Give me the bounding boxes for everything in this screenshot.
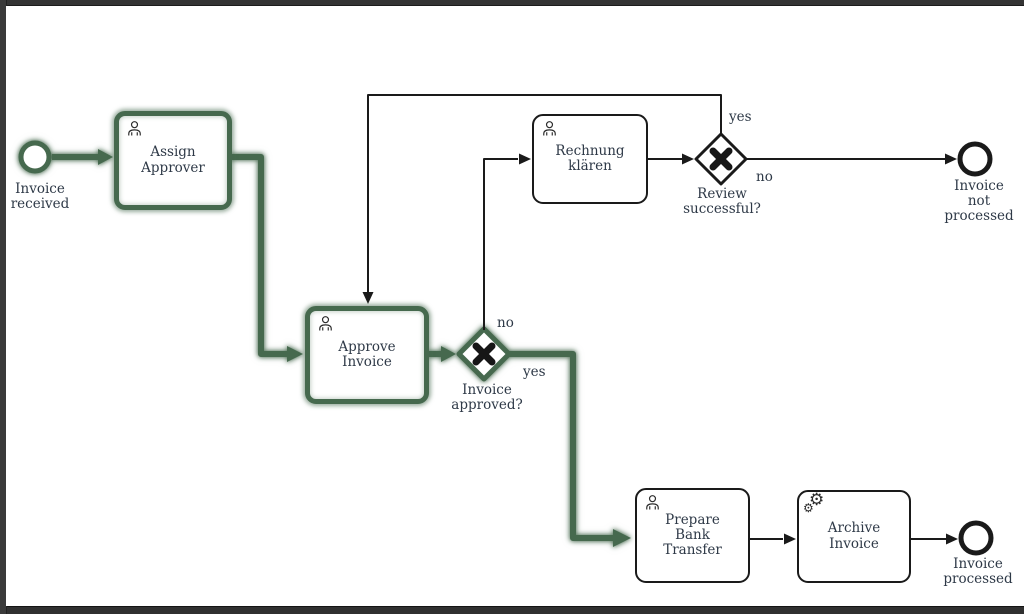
gateway-x-marker	[472, 342, 496, 366]
task-label: Approve Invoice	[338, 338, 396, 370]
arrowhead	[784, 533, 796, 545]
window-frame-bottom	[0, 606, 1024, 614]
task-archive-invoice[interactable]: ⚙⚙ Archive Invoice	[797, 490, 911, 583]
gateway-review-successful-label: Review successful?	[683, 186, 761, 218]
end-not-processed-label: Invoice not processed	[944, 178, 1014, 225]
bpmn-canvas[interactable]: Assign Approver Rechnung klären Approve …	[6, 6, 1024, 606]
gears-icon: ⚙⚙	[803, 490, 825, 515]
end-event-not-processed-circle[interactable]	[957, 141, 993, 177]
flow-gateway-yes-to-prepare[interactable]	[509, 351, 614, 541]
gateway-x-marker	[709, 147, 733, 171]
arrowhead	[519, 153, 531, 165]
flow-label-approved-yes: yes	[523, 364, 546, 380]
arrowhead	[441, 346, 456, 362]
arrowhead	[946, 533, 958, 545]
task-prepare-bank-transfer[interactable]: Prepare Bank Transfer	[635, 488, 750, 583]
user-icon	[540, 120, 558, 138]
user-icon	[125, 120, 143, 138]
arrowhead	[945, 153, 957, 165]
arrowhead	[98, 149, 113, 165]
arrowhead	[287, 346, 303, 362]
arrowhead	[682, 153, 694, 165]
window-frame-top	[0, 0, 1024, 6]
task-assign-approver[interactable]: Assign Approver	[114, 111, 232, 210]
task-label: Archive Invoice	[827, 520, 881, 552]
user-icon	[316, 315, 334, 333]
end-event-processed-circle[interactable]	[958, 520, 994, 556]
task-label: Rechnung klären	[555, 142, 625, 174]
normal-flow-group	[362, 94, 994, 556]
start-event-circle[interactable]	[18, 140, 52, 174]
user-icon	[643, 494, 661, 512]
start-event-label: Invoice received	[10, 181, 70, 213]
flow-label-review-yes: yes	[729, 109, 752, 125]
flow-label-review-no: no	[756, 169, 773, 185]
task-label: Prepare Bank Transfer	[663, 511, 722, 559]
task-label: Assign Approver	[141, 144, 205, 176]
flow-label-approved-no: no	[497, 315, 514, 331]
flow-gateway-no-to-rechnung[interactable]	[483, 158, 518, 330]
arrowhead	[613, 529, 631, 547]
end-processed-label: Invoice processed	[943, 556, 1013, 588]
gateway-invoice-approved-label: Invoice approved?	[451, 382, 523, 414]
flow-assign-to-approve[interactable]	[230, 154, 288, 357]
task-approve-invoice[interactable]: Approve Invoice	[305, 306, 429, 404]
flow-review-yes-to-approve[interactable]	[367, 94, 722, 292]
arrowhead	[362, 292, 374, 304]
task-rechnung-klaeren[interactable]: Rechnung klären	[532, 114, 648, 204]
